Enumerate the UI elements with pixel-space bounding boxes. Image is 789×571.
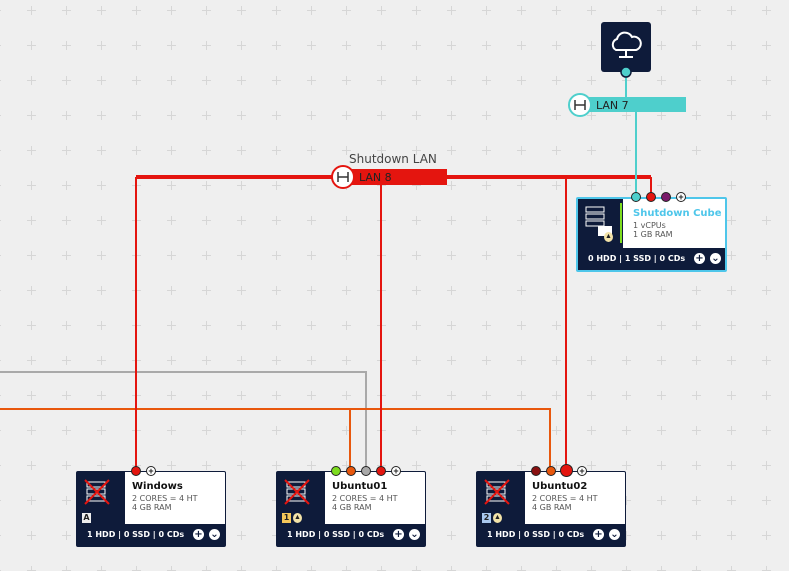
add-icon[interactable]: +: [393, 529, 404, 540]
port-lan8[interactable]: [646, 192, 656, 202]
port-orange[interactable]: [546, 466, 556, 476]
gray-connection-line: [0, 371, 367, 470]
port-green[interactable]: [331, 466, 341, 476]
lan8-tag[interactable]: LAN 8: [359, 171, 392, 184]
server-spec-cpu: 2 CORES = 4 HT: [332, 494, 398, 503]
chevron-down-icon[interactable]: ⌄: [710, 253, 721, 264]
storage-footer: 1 HDD | 0 SSD | 0 CDs + ⌄: [277, 524, 425, 546]
port-orange[interactable]: [346, 466, 356, 476]
server-name: Windows: [132, 481, 183, 492]
server-spec-ram: 4 GB RAM: [532, 503, 572, 512]
port-lan8[interactable]: [560, 464, 573, 477]
orange-connection-line: [0, 408, 551, 470]
internet-node[interactable]: [601, 22, 651, 72]
lan8-title: Shutdown LAN: [349, 152, 437, 166]
port-lan8[interactable]: [376, 466, 386, 476]
add-icon[interactable]: +: [193, 529, 204, 540]
linux-icon: ▲: [604, 232, 613, 242]
storage-summary: 1 HDD | 0 SSD | 0 CDs: [487, 530, 585, 539]
server-spec-ram: 4 GB RAM: [132, 503, 172, 512]
storage-footer: 1 HDD | 0 SSD | 0 CDs + ⌄: [477, 524, 625, 546]
server-name: Ubuntu01: [332, 481, 388, 492]
server-card-ubuntu02[interactable]: 2 ▲ Ubuntu02 2 CORES = 4 HT 4 GB RAM 1 H…: [476, 471, 626, 547]
cloud-network-icon: [611, 31, 642, 51]
add-port-icon[interactable]: +: [577, 466, 587, 476]
storage-summary: 1 HDD | 0 SSD | 0 CDs: [287, 530, 385, 539]
server-spec-cpu: 1 vCPUs: [633, 221, 666, 230]
server-spec-ram: 1 GB RAM: [633, 230, 673, 239]
server-badge: A: [82, 513, 91, 523]
storage-footer: 1 HDD | 0 SSD | 0 CDs + ⌄: [77, 524, 225, 546]
server-badge: 1: [282, 513, 291, 523]
server-name: Shutdown Cube: [633, 208, 722, 219]
storage-footer: 0 HDD | 1 SSD | 0 CDs + ⌄: [578, 248, 725, 270]
server-card-ubuntu01[interactable]: 1 ▲ Ubuntu01 2 CORES = 4 HT 4 GB RAM 1 H…: [276, 471, 426, 547]
add-icon[interactable]: +: [593, 529, 604, 540]
chevron-down-icon[interactable]: ⌄: [609, 529, 620, 540]
lan7-bus[interactable]: [580, 97, 686, 112]
port-lan7[interactable]: [631, 192, 641, 202]
server-name: Ubuntu02: [532, 481, 588, 492]
server-icon: [578, 199, 623, 249]
linux-icon: ▲: [293, 513, 302, 523]
server-card-shutdown-cube[interactable]: ▲ Shutdown Cube 1 vCPUs 1 GB RAM 0 HDD |…: [576, 197, 727, 272]
linux-icon: ▲: [493, 513, 502, 523]
lan7-tag[interactable]: LAN 7: [596, 99, 629, 112]
switch-glyph: [574, 100, 586, 110]
internet-port[interactable]: [620, 66, 632, 78]
port-lan8[interactable]: [131, 466, 141, 476]
add-port-icon[interactable]: +: [676, 192, 686, 202]
server-card-windows[interactable]: A Windows 2 CORES = 4 HT 4 GB RAM 1 HDD …: [76, 471, 226, 547]
switch-glyph: [337, 172, 349, 182]
port-gray[interactable]: [361, 466, 371, 476]
server-spec-ram: 4 GB RAM: [332, 503, 372, 512]
add-port-icon[interactable]: +: [391, 466, 401, 476]
port-dark-red[interactable]: [531, 466, 541, 476]
storage-summary: 0 HDD | 1 SSD | 0 CDs: [588, 254, 686, 263]
chevron-down-icon[interactable]: ⌄: [409, 529, 420, 540]
port-purple[interactable]: [661, 192, 671, 202]
chevron-down-icon[interactable]: ⌄: [209, 529, 220, 540]
server-spec-cpu: 2 CORES = 4 HT: [532, 494, 598, 503]
server-badge: 2: [482, 513, 491, 523]
add-port-icon[interactable]: +: [146, 466, 156, 476]
storage-summary: 1 HDD | 0 SSD | 0 CDs: [87, 530, 185, 539]
add-icon[interactable]: +: [694, 253, 705, 264]
server-spec-cpu: 2 CORES = 4 HT: [132, 494, 198, 503]
